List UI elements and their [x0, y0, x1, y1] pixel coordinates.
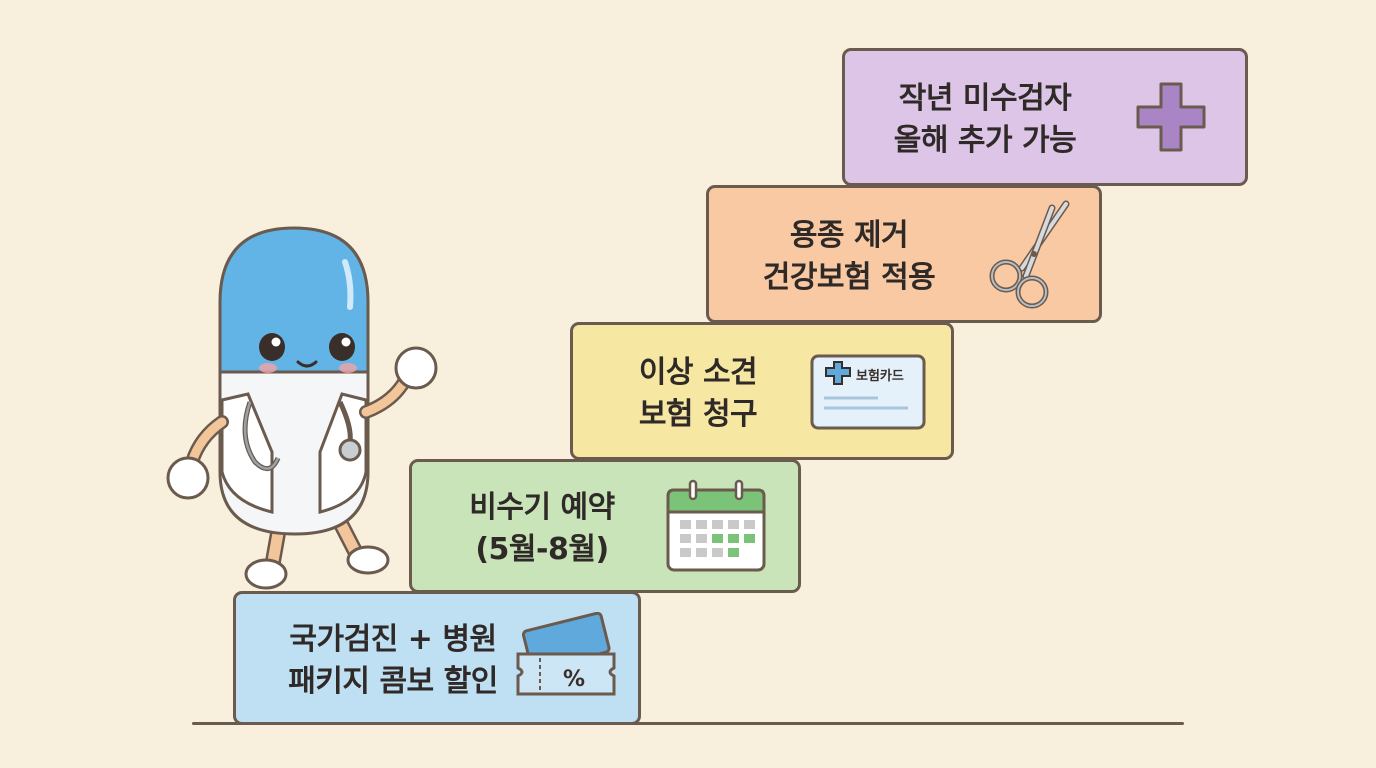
- step-3-line1: 이상 소견: [638, 355, 758, 390]
- pill-doctor-mascot-icon: [166, 226, 438, 590]
- step-4: 용종 제거 건강보험 적용: [706, 185, 1102, 323]
- step-1-label: 국가검진 + 병원 패키지 콤보 할인: [258, 619, 528, 703]
- scissors-icon: [989, 200, 1070, 309]
- step-3-label: 이상 소견 보험 청구: [613, 352, 783, 436]
- step-4-line1: 용종 제거: [789, 218, 909, 253]
- step-1-line2: 패키지 콤보 할인: [288, 664, 498, 699]
- step-4-label: 용종 제거 건강보험 적용: [734, 215, 964, 299]
- ground-line: [192, 722, 1184, 725]
- step-5-line1: 작년 미수검자: [898, 81, 1072, 116]
- step-2: 비수기 예약 (5월-8월): [409, 459, 801, 593]
- step-2-label: 비수기 예약 (5월-8월): [442, 487, 642, 571]
- step-3-line2: 보험 청구: [638, 397, 758, 432]
- calendar-icon: [666, 479, 766, 572]
- step-5-label: 작년 미수검자 올해 추가 가능: [870, 78, 1100, 162]
- step-4-line2: 건강보험 적용: [762, 260, 936, 295]
- insurance-card-text: 보험카드: [856, 368, 904, 384]
- step-1-line1: 국가검진 + 병원: [289, 622, 497, 657]
- ticket-percent: %: [563, 667, 585, 692]
- discount-ticket-icon: %: [516, 612, 616, 696]
- plus-icon: [1136, 82, 1206, 152]
- step-1: 국가검진 + 병원 패키지 콤보 할인: [233, 591, 641, 725]
- insurance-card-icon: 보험카드: [810, 354, 926, 430]
- step-2-line2: (5월-8월): [475, 532, 609, 567]
- step-5-line2: 올해 추가 가능: [893, 123, 1077, 158]
- step-2-line1: 비수기 예약: [469, 490, 615, 525]
